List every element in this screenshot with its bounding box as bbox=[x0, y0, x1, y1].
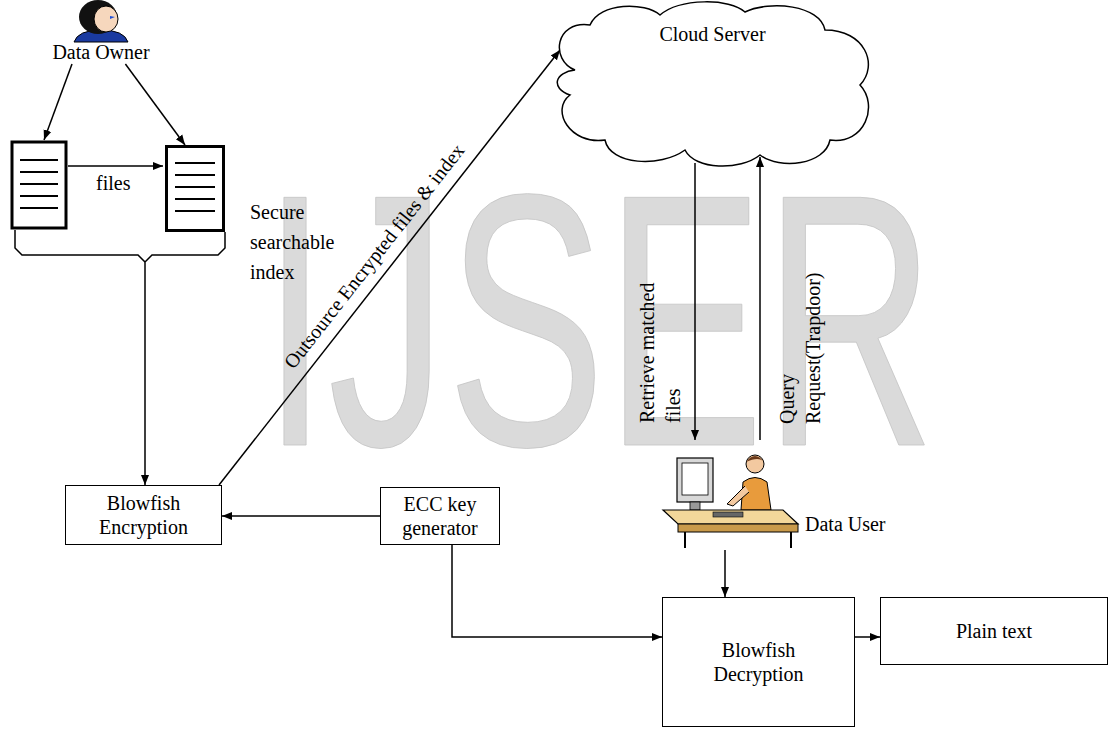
person-arm bbox=[727, 486, 749, 506]
person-hair bbox=[746, 456, 764, 462]
document-page bbox=[167, 147, 224, 231]
data-owner: Data Owner bbox=[40, 0, 162, 64]
person-head bbox=[746, 455, 764, 473]
document-page bbox=[12, 142, 66, 228]
data-user: Data User bbox=[655, 440, 900, 550]
process-box: Blowfish Decryption bbox=[662, 597, 855, 727]
connector-arrow bbox=[759, 157, 761, 440]
monitor-stand bbox=[690, 502, 700, 510]
arrow-label: files bbox=[96, 171, 130, 195]
node-label: Plain text bbox=[956, 619, 1032, 643]
connector-arrow bbox=[724, 550, 726, 597]
user-at-desk-icon bbox=[655, 440, 800, 550]
edge-label: Query Request(Trapdoor) bbox=[774, 234, 826, 424]
node-label: Blowfish Decryption bbox=[698, 638, 820, 686]
node-label: Data User bbox=[805, 512, 886, 536]
keyboard bbox=[713, 512, 743, 517]
watermark: IJSER bbox=[262, 140, 935, 500]
process-box: ECC key generator bbox=[380, 487, 500, 545]
cloud-server: Cloud Server bbox=[545, 0, 880, 172]
node-label: Secure searchable index bbox=[250, 197, 352, 287]
person-hair bbox=[79, 0, 117, 34]
person-eye bbox=[110, 16, 115, 19]
connector-arrow bbox=[219, 50, 560, 485]
person-face bbox=[94, 6, 118, 32]
document-line bbox=[20, 183, 58, 185]
document-line bbox=[175, 186, 215, 188]
connector-arrow bbox=[222, 515, 380, 517]
person-icon bbox=[40, 0, 162, 42]
index-document: Secure searchable index bbox=[165, 145, 355, 287]
edge-label: Retrieve matched files bbox=[634, 253, 686, 423]
document-line bbox=[20, 207, 58, 209]
connector-arrow bbox=[855, 636, 880, 638]
document-line bbox=[20, 195, 58, 197]
node-label: Data Owner bbox=[40, 40, 162, 64]
connector-arrow bbox=[145, 232, 225, 485]
connector-arrow bbox=[125, 64, 185, 145]
desk-front bbox=[678, 524, 798, 532]
document-line bbox=[175, 162, 215, 164]
desk-leg bbox=[790, 532, 792, 548]
arrow-line bbox=[44, 64, 72, 140]
document-icon bbox=[165, 145, 225, 232]
document-line bbox=[175, 198, 215, 200]
document-line bbox=[20, 159, 58, 161]
node-label: ECC key generator bbox=[387, 492, 493, 540]
monitor-screen bbox=[682, 463, 708, 495]
document-line bbox=[20, 171, 58, 173]
output-box: Plain text bbox=[880, 597, 1108, 665]
node-label: Cloud Server bbox=[545, 22, 880, 46]
document-icon bbox=[12, 142, 66, 228]
brace bbox=[15, 230, 145, 262]
process-box: Blowfish Encryption bbox=[65, 485, 222, 545]
desk-leg bbox=[684, 532, 686, 548]
arrow-line bbox=[68, 165, 163, 167]
desk-top bbox=[663, 510, 798, 524]
monitor bbox=[677, 458, 713, 502]
connector-arrow bbox=[452, 545, 662, 637]
connector-arrow bbox=[694, 163, 696, 440]
node-label: Blowfish Encryption bbox=[83, 491, 205, 539]
document-line bbox=[175, 174, 215, 176]
document-line bbox=[175, 210, 215, 212]
